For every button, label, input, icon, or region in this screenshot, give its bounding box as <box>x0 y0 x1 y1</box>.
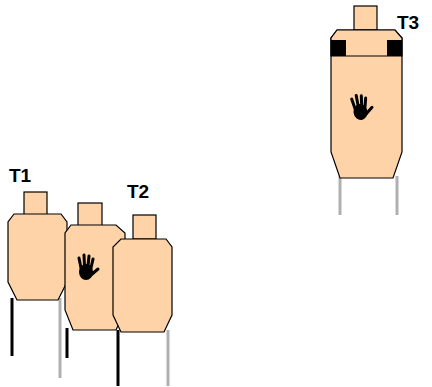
target-label: T3 <box>397 13 419 32</box>
target-label: T1 <box>9 166 31 185</box>
target-t3 <box>331 6 402 215</box>
target-t1 <box>8 192 67 378</box>
target-label: T2 <box>127 182 149 201</box>
target-t2 <box>113 215 172 386</box>
